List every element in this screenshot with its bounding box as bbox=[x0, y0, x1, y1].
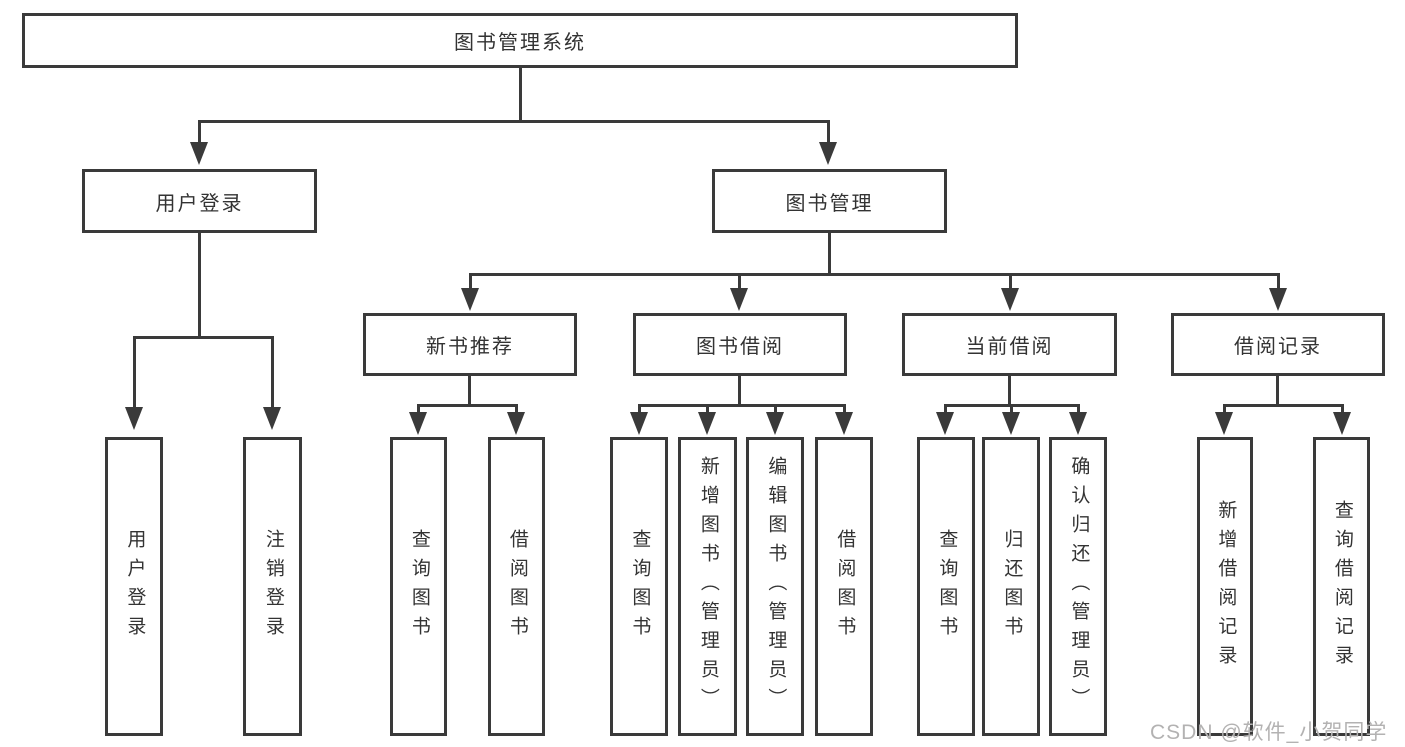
arrow-down-icon bbox=[507, 412, 525, 435]
leaf-bb-edit-books: 编辑图书（管理员） bbox=[746, 437, 804, 736]
arrow-down-icon bbox=[630, 412, 648, 435]
arrow-down-icon bbox=[819, 142, 837, 165]
connector-bb-hline bbox=[638, 404, 846, 407]
leaf-nb-query-books: 查询图书 bbox=[390, 437, 447, 736]
connector-root-stem bbox=[519, 68, 522, 122]
arrow-down-icon bbox=[1001, 288, 1019, 311]
arrow-down-icon bbox=[263, 407, 281, 430]
connector-bb-stem bbox=[738, 376, 741, 407]
arrow-down-icon bbox=[835, 412, 853, 435]
connector-bookmgmt-drop-2 bbox=[738, 273, 741, 291]
connector-cb-drop-3 bbox=[1077, 404, 1080, 414]
arrow-down-icon bbox=[190, 142, 208, 165]
connector-bookmgmt-drop-1 bbox=[469, 273, 472, 291]
connector-cb-drop-1 bbox=[944, 404, 947, 414]
leaf-cb-confirm-return-label: 确认归还（管理员） bbox=[1068, 456, 1090, 717]
leaf-bb-add-books: 新增图书（管理员） bbox=[678, 437, 737, 736]
connector-bb-drop-1 bbox=[638, 404, 641, 414]
connector-bb-drop-2 bbox=[706, 404, 709, 414]
leaf-bb-query-books: 查询图书 bbox=[610, 437, 668, 736]
leaf-nb-query-books-label: 查询图书 bbox=[408, 528, 430, 645]
node-book-borrow-label: 图书借阅 bbox=[696, 336, 784, 358]
leaf-user-login-label: 用户登录 bbox=[124, 528, 146, 645]
connector-br-stem bbox=[1276, 376, 1279, 407]
leaf-br-query-record: 查询借阅记录 bbox=[1313, 437, 1370, 736]
node-book-mgmt-label: 图书管理 bbox=[785, 192, 874, 215]
csdn-watermark: CSDN @软件_小贺同学 bbox=[1150, 721, 1388, 744]
connector-nbrec-stem bbox=[468, 376, 471, 407]
arrow-down-icon bbox=[1333, 412, 1351, 435]
leaf-cb-query-books-label: 查询图书 bbox=[936, 528, 958, 645]
node-user-login: 用户登录 bbox=[82, 169, 317, 233]
connector-bookmgmt-drop-4 bbox=[1277, 273, 1280, 291]
leaf-logout-label: 注销登录 bbox=[262, 528, 284, 645]
connector-cb-stem bbox=[1008, 376, 1011, 407]
leaf-cb-return-books: 归还图书 bbox=[982, 437, 1040, 736]
arrow-down-icon bbox=[936, 412, 954, 435]
leaf-nb-borrow-books-label: 借阅图书 bbox=[506, 528, 528, 645]
node-book-borrow: 图书借阅 bbox=[633, 313, 847, 376]
connector-cb-drop-2 bbox=[1010, 404, 1013, 414]
arrow-down-icon bbox=[461, 288, 479, 311]
leaf-bb-borrow-books-label: 借阅图书 bbox=[834, 528, 856, 645]
leaf-bb-borrow-books: 借阅图书 bbox=[815, 437, 873, 736]
leaf-nb-borrow-books: 借阅图书 bbox=[488, 437, 545, 736]
connector-root-left-drop bbox=[198, 120, 201, 145]
connector-bookmgmt-hline bbox=[469, 273, 1280, 276]
arrow-down-icon bbox=[125, 407, 143, 430]
node-user-login-label: 用户登录 bbox=[155, 192, 244, 215]
leaf-cb-confirm-return: 确认归还（管理员） bbox=[1049, 437, 1107, 736]
connector-userlogin-stem bbox=[198, 233, 201, 339]
arrow-down-icon bbox=[409, 412, 427, 435]
leaf-br-add-record: 新增借阅记录 bbox=[1197, 437, 1253, 736]
node-new-book-rec: 新书推荐 bbox=[363, 313, 577, 376]
connector-nbrec-drop-2 bbox=[515, 404, 518, 414]
leaf-cb-return-books-label: 归还图书 bbox=[1001, 528, 1023, 645]
connector-bookmgmt-drop-3 bbox=[1009, 273, 1012, 291]
connector-root-hline bbox=[198, 120, 830, 123]
leaf-cb-query-books: 查询图书 bbox=[917, 437, 975, 736]
arrow-down-icon bbox=[1269, 288, 1287, 311]
connector-bookmgmt-stem bbox=[828, 233, 831, 276]
leaf-user-login: 用户登录 bbox=[105, 437, 163, 736]
connector-br-drop-2 bbox=[1341, 404, 1344, 414]
leaf-br-add-record-label: 新增借阅记录 bbox=[1215, 499, 1237, 674]
node-current-borrow-label: 当前借阅 bbox=[965, 336, 1054, 358]
arrow-down-icon bbox=[1069, 412, 1087, 435]
connector-userlogin-hline bbox=[133, 336, 274, 339]
connector-bb-drop-3 bbox=[774, 404, 777, 414]
arrow-down-icon bbox=[1002, 412, 1020, 435]
arrow-down-icon bbox=[1215, 412, 1233, 435]
connector-nbrec-hline bbox=[417, 404, 518, 407]
node-borrow-records-label: 借阅记录 bbox=[1234, 336, 1322, 358]
node-borrow-records: 借阅记录 bbox=[1171, 313, 1385, 376]
node-current-borrow: 当前借阅 bbox=[902, 313, 1117, 376]
node-book-mgmt: 图书管理 bbox=[712, 169, 947, 233]
leaf-logout: 注销登录 bbox=[243, 437, 302, 736]
node-root-label: 图书管理系统 bbox=[454, 32, 586, 54]
leaf-bb-add-books-label: 新增图书（管理员） bbox=[697, 456, 719, 717]
connector-nbrec-drop-1 bbox=[417, 404, 420, 414]
connector-userlogin-drop-2 bbox=[271, 336, 274, 410]
leaf-br-query-record-label: 查询借阅记录 bbox=[1331, 499, 1353, 674]
arrow-down-icon bbox=[730, 288, 748, 311]
connector-br-hline bbox=[1223, 404, 1343, 407]
arrow-down-icon bbox=[698, 412, 716, 435]
node-new-book-rec-label: 新书推荐 bbox=[426, 336, 514, 358]
node-root: 图书管理系统 bbox=[22, 13, 1018, 68]
arrow-down-icon bbox=[766, 412, 784, 435]
leaf-bb-query-books-label: 查询图书 bbox=[629, 528, 651, 645]
connector-userlogin-drop-1 bbox=[133, 336, 136, 410]
connector-bb-drop-4 bbox=[843, 404, 846, 414]
leaf-bb-edit-books-label: 编辑图书（管理员） bbox=[765, 456, 787, 717]
connector-br-drop-1 bbox=[1223, 404, 1226, 414]
connector-root-right-drop bbox=[827, 120, 830, 145]
